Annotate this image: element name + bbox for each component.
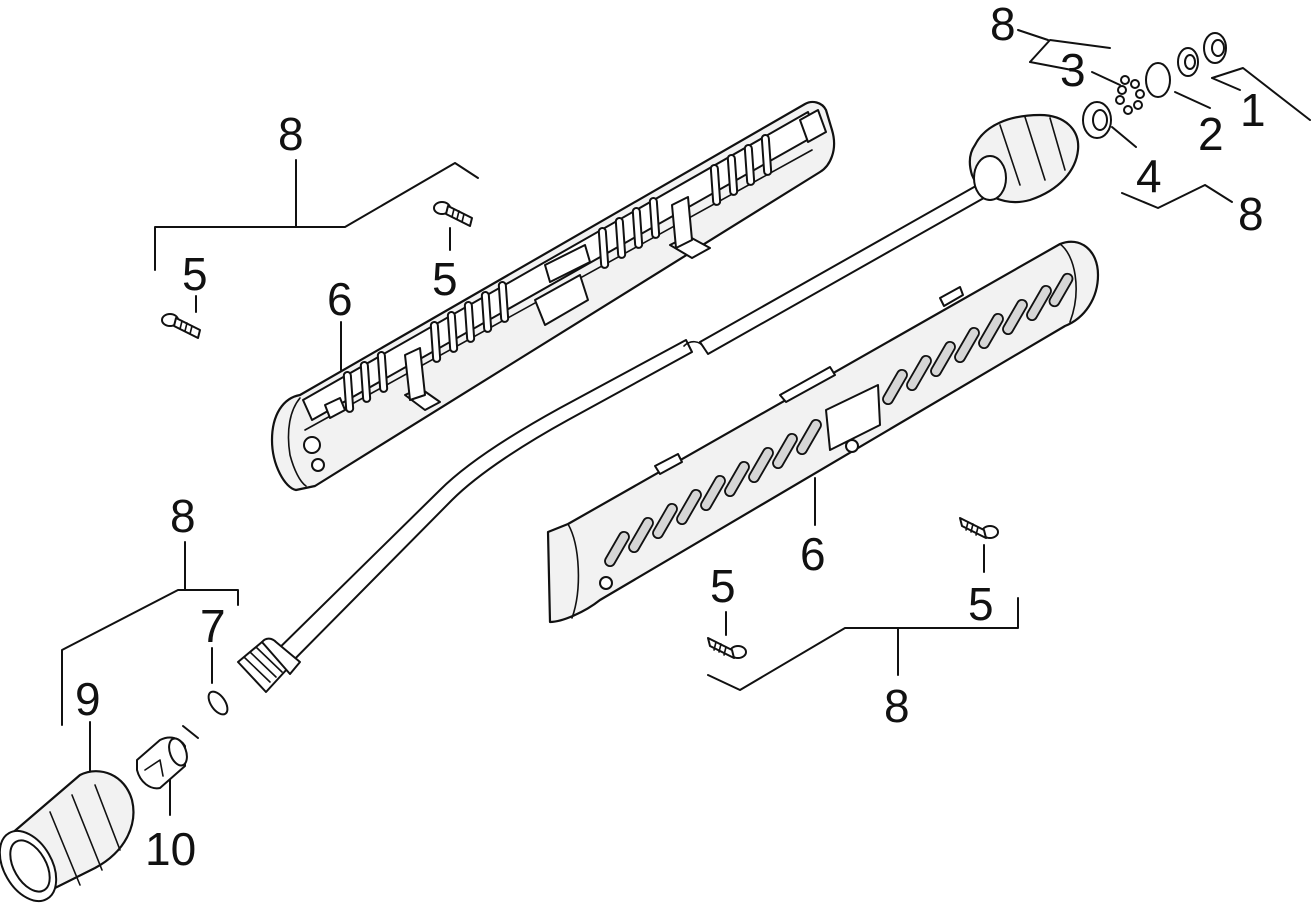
valve-seat-1 xyxy=(1177,32,1227,77)
nozzle-nut xyxy=(968,113,1080,204)
screw-bottom-right-b xyxy=(959,517,999,539)
callout-8-top-right-lower: 8 xyxy=(1238,188,1264,240)
upper-shell-slots xyxy=(342,134,773,413)
handle-shell-lower xyxy=(546,240,1100,624)
callout-5-bottom-right-b: 5 xyxy=(968,578,994,630)
callout-8-bottom-right: 8 xyxy=(884,680,910,732)
callout-5-bottom-right-a: 5 xyxy=(710,560,736,612)
screw-top-left-a xyxy=(161,313,201,339)
o-ring-7 xyxy=(207,690,229,716)
screw-bottom-right-a xyxy=(707,637,747,659)
callout-3: 3 xyxy=(1060,44,1086,96)
callout-2: 2 xyxy=(1198,108,1224,160)
lower-shell-slots xyxy=(604,272,1074,568)
nozzle-insert-10 xyxy=(136,736,188,790)
screw-top-left-b xyxy=(433,201,473,227)
callout-1: 1 xyxy=(1240,84,1266,136)
lance-tube xyxy=(237,177,999,693)
callout-5-top-left-b: 5 xyxy=(432,253,458,305)
callout-8-top-left: 8 xyxy=(278,108,304,160)
callout-7: 7 xyxy=(200,600,226,652)
callout-6-upper: 6 xyxy=(327,273,353,325)
callout-8-bottom-left: 8 xyxy=(170,490,196,542)
callout-6-lower: 6 xyxy=(800,528,826,580)
callout-5-top-left-a: 5 xyxy=(182,248,208,300)
disc-2 xyxy=(1145,62,1171,98)
callout-9: 9 xyxy=(75,673,101,725)
leader-lines xyxy=(61,29,1311,816)
callout-labels: 1 2 3 4 8 8 8 5 5 6 8 7 9 10 6 5 5 8 xyxy=(75,0,1266,875)
nozzle-cap-9 xyxy=(0,770,135,903)
washer-4 xyxy=(1082,101,1112,139)
callout-10: 10 xyxy=(145,823,196,875)
callout-8-top-right-upper: 8 xyxy=(990,0,1016,50)
handle-shell-upper xyxy=(270,100,836,492)
callout-4: 4 xyxy=(1136,150,1162,202)
balls-3 xyxy=(1115,75,1145,115)
